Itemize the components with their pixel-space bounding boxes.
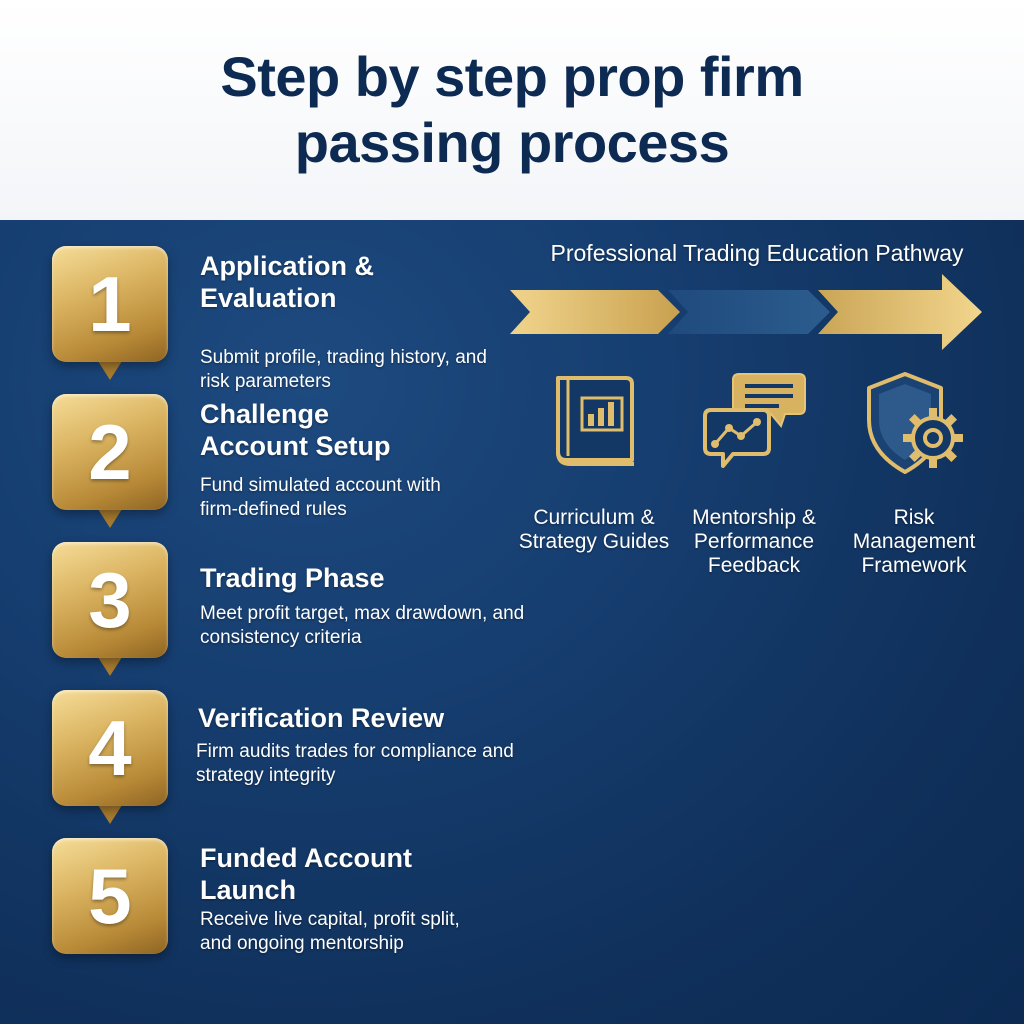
step-title: Funded Account Launch: [200, 843, 412, 905]
feature-mentorship: Mentorship & Performance Feedback: [674, 368, 834, 578]
step-number-badge: 4: [52, 690, 168, 806]
step-number: 5: [88, 851, 132, 940]
step-description: Meet profit target, max drawdown, and co…: [200, 603, 525, 648]
badge-pointer: [96, 358, 124, 380]
feature-curriculum: Curriculum & Strategy Guides: [514, 368, 674, 554]
page-title: Step by step prop firm passing process: [220, 45, 804, 174]
step-number-badge: 1: [52, 246, 168, 362]
step-2: 2 Challenge Account Setup Fund simulated…: [52, 394, 552, 534]
step-number-badge: 3: [52, 542, 168, 658]
step-number: 1: [88, 259, 132, 348]
step-5: 5 Funded Account Launch Receive live cap…: [52, 838, 552, 978]
step-title: Trading Phase: [200, 563, 385, 593]
step-description: Fund simulated account with firm-defined…: [200, 475, 441, 520]
book-chart-icon: [556, 376, 634, 466]
step-description: Receive live capital, profit split, and …: [200, 909, 460, 954]
pathway-title: Professional Trading Education Pathway: [550, 240, 964, 266]
feature-label: Risk Management Framework: [852, 506, 976, 577]
step-number: 3: [88, 555, 132, 644]
feature-risk: Risk Management Framework: [834, 368, 994, 578]
step-3: 3 Trading Phase Meet profit target, max …: [52, 542, 552, 682]
shield-gear-icon: [867, 372, 963, 474]
step-description: Firm audits trades for compliance and st…: [196, 741, 514, 786]
step-1: 1 Application & Evaluation Submit profil…: [52, 246, 552, 392]
feature-label: Curriculum & Strategy Guides: [518, 506, 670, 553]
arrow-segment-1: [510, 290, 680, 334]
badge-pointer: [96, 506, 124, 528]
step-title: Application & Evaluation: [200, 251, 374, 313]
arrow-segment-2: [668, 290, 830, 334]
feature-label: Mentorship & Performance Feedback: [692, 506, 816, 577]
step-description: Submit profile, trading history, and ris…: [200, 347, 487, 392]
step-4: 4 Verification Review Firm audits trades…: [52, 690, 552, 830]
step-number-badge: 2: [52, 394, 168, 510]
chat-chart-icon: [703, 373, 806, 468]
step-number-badge: 5: [52, 838, 168, 954]
badge-pointer: [96, 654, 124, 676]
step-number: 2: [88, 407, 132, 496]
step-number: 4: [88, 703, 132, 792]
step-title: Challenge Account Setup: [200, 399, 391, 461]
step-title: Verification Review: [198, 703, 445, 733]
content-panel: 1 Application & Evaluation Submit profil…: [0, 220, 1024, 1024]
arrow-segment-3: [818, 274, 982, 350]
header: Step by step prop firm passing process: [0, 0, 1024, 220]
pathway-arrows: [510, 274, 982, 350]
badge-pointer: [96, 802, 124, 824]
